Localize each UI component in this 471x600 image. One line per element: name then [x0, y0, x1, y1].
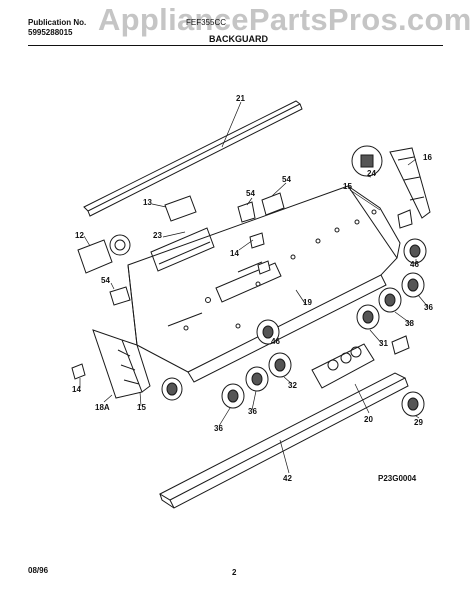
publication-label: Publication No. [28, 18, 87, 27]
clock-part [311, 343, 375, 389]
callout-46: 46 [410, 260, 419, 269]
callout-21: 21 [236, 94, 245, 103]
callout-13: 13 [143, 198, 152, 207]
callout-54: 54 [246, 189, 255, 198]
callout-31: 31 [379, 339, 388, 348]
callout-19: 19 [303, 298, 312, 307]
section-title: BACKGUARD [209, 34, 268, 44]
page-number: 2 [232, 568, 237, 577]
callout-54: 54 [101, 276, 110, 285]
backguard-panel [127, 185, 401, 383]
callout-14: 14 [72, 385, 81, 394]
callout-46: 46 [271, 337, 280, 346]
callout-15: 15 [137, 403, 146, 412]
callout-16: 16 [423, 153, 432, 162]
publication-number: 5995288015 [28, 28, 73, 37]
callout-36: 36 [248, 407, 257, 416]
knob-parts [161, 145, 427, 417]
callout-15: 15 [343, 182, 352, 191]
trim-strip-part [83, 100, 303, 217]
small-components [71, 192, 413, 380]
callout-38: 38 [405, 319, 414, 328]
callout-14: 14 [230, 249, 239, 258]
callout-36: 36 [424, 303, 433, 312]
callout-23: 23 [153, 231, 162, 240]
diagram-code: P23G0004 [378, 474, 417, 483]
header-divider [28, 45, 443, 46]
callout-54: 54 [282, 175, 291, 184]
right-bracket-part [389, 147, 431, 219]
callout-12: 12 [75, 231, 84, 240]
callout-29: 29 [414, 418, 423, 427]
watermark-text: AppliancePartsPros.com [98, 2, 471, 37]
callout-32: 32 [288, 381, 297, 390]
callout-20: 20 [364, 415, 373, 424]
model-number: FEF355CC [186, 18, 227, 27]
side-bracket-part [92, 329, 151, 399]
footer-date: 08/96 [28, 566, 49, 575]
bottom-trim-part [158, 372, 409, 509]
callout-24: 24 [367, 169, 376, 178]
callout-42: 42 [283, 474, 292, 483]
callout-36: 36 [214, 424, 223, 433]
callout-18A: 18A [95, 403, 110, 412]
